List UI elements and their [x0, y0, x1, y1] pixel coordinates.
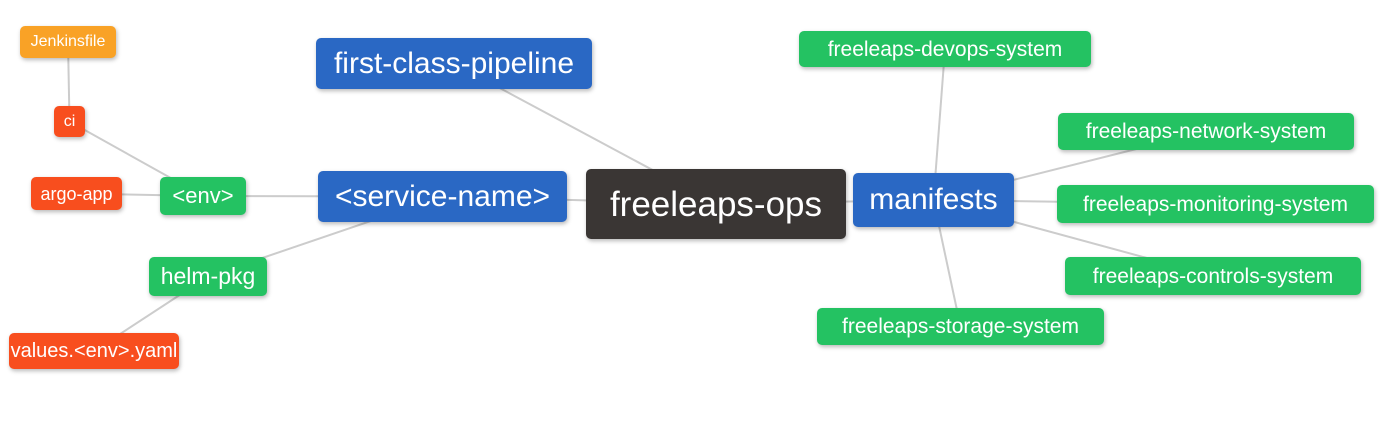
node-ci[interactable]: ci: [54, 106, 85, 137]
node-jenkinsfile[interactable]: Jenkinsfile: [20, 26, 116, 58]
node-first-class-pipeline[interactable]: first-class-pipeline: [316, 38, 592, 89]
node-storage-system[interactable]: freeleaps-storage-system: [817, 308, 1104, 345]
node-controls-system[interactable]: freeleaps-controls-system: [1065, 257, 1361, 295]
node-manifests[interactable]: manifests: [853, 173, 1014, 227]
node-argo-app[interactable]: argo-app: [31, 177, 122, 210]
node-service-name[interactable]: <service-name>: [318, 171, 567, 222]
node-freeleaps-ops[interactable]: freeleaps-ops: [586, 169, 846, 239]
node-monitoring-system[interactable]: freeleaps-monitoring-system: [1057, 185, 1374, 223]
node-values-env-yaml[interactable]: values.<env>.yaml: [9, 333, 179, 369]
node-env[interactable]: <env>: [160, 177, 246, 215]
node-helm-pkg[interactable]: helm-pkg: [149, 257, 267, 296]
node-devops-system[interactable]: freeleaps-devops-system: [799, 31, 1091, 67]
node-network-system[interactable]: freeleaps-network-system: [1058, 113, 1354, 150]
